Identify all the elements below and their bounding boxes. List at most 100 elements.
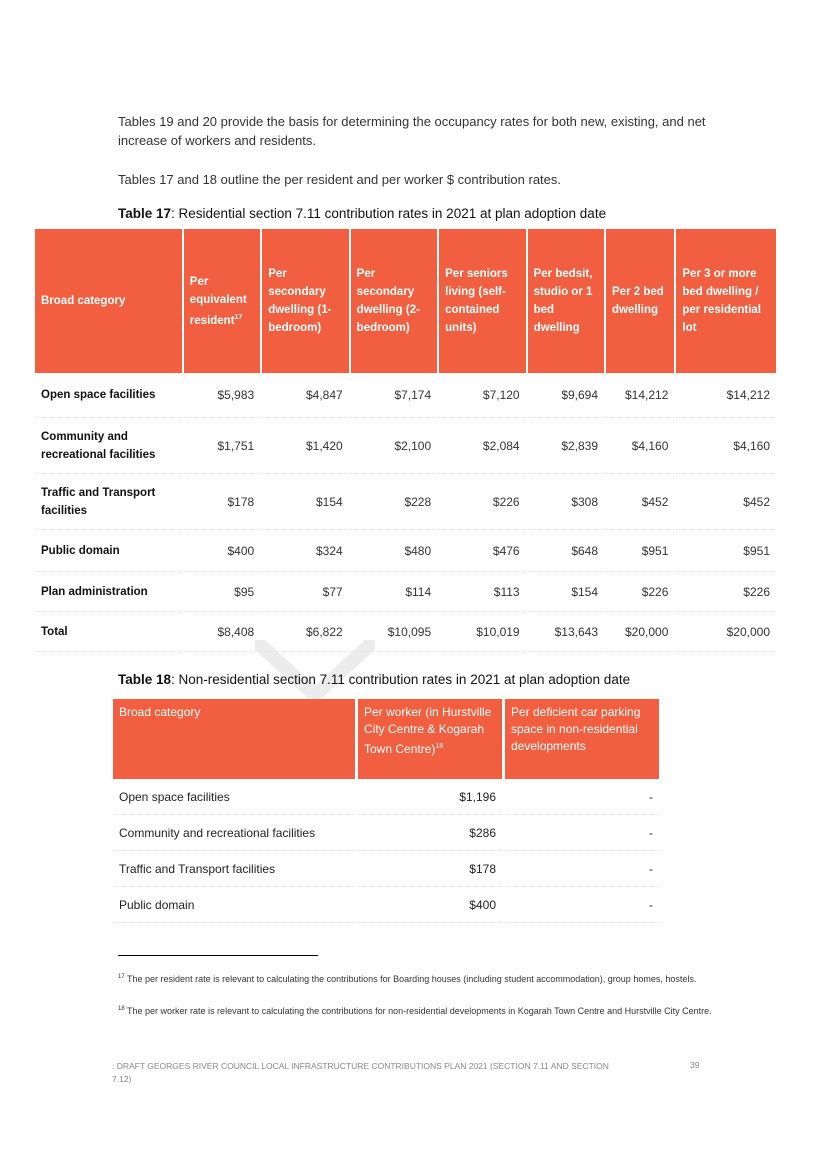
table17-caption-label: Table 17 <box>118 206 172 221</box>
table18-header-label: Per deficient car parking space in non-r… <box>511 705 641 753</box>
worker-rate-cell: $178 <box>358 851 502 887</box>
table17-header-cell: Per seniors living (self-contained units… <box>439 229 526 373</box>
table-row: Public domain$400- <box>113 887 659 923</box>
rate-cell: $20,000 <box>676 612 776 652</box>
table-row: Open space facilities$1,196- <box>113 779 659 815</box>
rate-cell: $20,000 <box>606 612 675 652</box>
table17-caption: Table 17: Residential section 7.11 contr… <box>118 206 606 221</box>
rate-cell: $154 <box>527 572 605 612</box>
footnote-separator <box>118 955 318 956</box>
rate-cell: $10,095 <box>350 612 438 652</box>
table18-header-label: Broad category <box>119 705 201 719</box>
worker-rate-cell: $400 <box>358 887 502 923</box>
parking-rate-cell: - <box>505 815 659 851</box>
intro-paragraph-2: Tables 17 and 18 outline the per residen… <box>118 172 561 187</box>
worker-rate-cell: $286 <box>358 815 502 851</box>
category-cell: Open space facilities <box>35 373 182 418</box>
rate-cell: $400 <box>183 530 261 572</box>
rate-cell: $7,174 <box>350 373 438 418</box>
table-row: Traffic and Transport facilities$178$154… <box>35 474 776 530</box>
rate-cell: $13,643 <box>527 612 605 652</box>
category-cell: Traffic and Transport facilities <box>113 851 355 887</box>
rate-cell: $1,751 <box>183 418 261 474</box>
rate-cell: $226 <box>676 572 776 612</box>
rate-cell: $951 <box>676 530 776 572</box>
category-cell: Public domain <box>35 530 182 572</box>
table-row: Open space facilities$5,983$4,847$7,174 $… <box>35 373 776 418</box>
footnote-ref: 17 <box>234 313 243 321</box>
rate-cell: $452 <box>606 474 675 530</box>
rate-cell: $14,212 <box>606 373 675 418</box>
table17-header-cell: Per 3 or more bed dwelling / per residen… <box>676 229 776 373</box>
rate-cell: $452 <box>676 474 776 530</box>
rate-cell: $2,084 <box>439 418 526 474</box>
rate-cell: $2,100 <box>350 418 438 474</box>
table17-header-cell: Per secondary dwelling (2-bedroom) <box>350 229 438 373</box>
parking-rate-cell: - <box>505 779 659 815</box>
table18-header-cell: Broad category <box>113 699 355 779</box>
rate-cell: $77 <box>262 572 349 612</box>
rate-cell: $226 <box>439 474 526 530</box>
table18-caption-label: Table 18 <box>118 672 172 687</box>
rate-cell: $5,983 <box>183 373 261 418</box>
table17-header-cell: Per bedsit, studio or 1 bed dwelling <box>527 229 605 373</box>
non-residential-rates-table: Broad category Per worker (in Hurstville … <box>110 699 662 923</box>
table-row: Plan administration$95$77$114$113$154$22… <box>35 572 776 612</box>
table17-header-cell: Broad category <box>35 229 182 373</box>
table-row: Public domain$400$324$480$476$648$951$95… <box>35 530 776 572</box>
table17-header-label: Per 2 bed dwelling <box>612 286 664 316</box>
page-footer: : DRAFT GEORGES RIVER COUNCIL LOCAL INFR… <box>112 1061 609 1084</box>
rate-cell: $95 <box>183 572 261 612</box>
rate-cell: $308 <box>527 474 605 530</box>
category-cell: Community and recreational facilities <box>113 815 355 851</box>
rate-cell: $10,019 <box>439 612 526 652</box>
footnote-18-number: 18 <box>118 1006 125 1012</box>
table17-header-label: Per secondary dwelling (2-bedroom) <box>356 268 420 334</box>
table-row: Community and recreational facilities$28… <box>113 815 659 851</box>
rate-cell: $8,408 <box>183 612 261 652</box>
rate-cell: $9,694 <box>527 373 605 418</box>
rate-cell: $228 <box>350 474 438 530</box>
table17-header-label: Broad category <box>41 295 126 307</box>
table18-caption: Table 18: Non-residential section 7.11 c… <box>118 672 630 687</box>
table18-caption-text: : Non-residential section 7.11 contribut… <box>171 672 631 687</box>
footnote-18: 18 The per worker rate is relevant to ca… <box>118 1002 718 1018</box>
table-row: Total$8,408$6,822$10,095$10,019$13,643$2… <box>35 612 776 652</box>
worker-rate-cell: $1,196 <box>358 779 502 815</box>
table17-caption-text: : Residential section 7.11 contribution … <box>171 206 607 221</box>
table17-header-label: Per equivalent resident <box>189 275 247 327</box>
table18-header-cell: Per deficient car parking space in non-r… <box>505 699 659 779</box>
table18-header-row: Broad category Per worker (in Hurstville … <box>113 699 659 779</box>
rate-cell: $951 <box>606 530 675 572</box>
table17-header-label: Per 3 or more bed dwelling / per residen… <box>682 268 762 334</box>
rate-cell: $2,839 <box>527 418 605 474</box>
table18-header-cell: Per worker (in Hurstville City Centre & … <box>358 699 502 779</box>
rate-cell: $324 <box>262 530 349 572</box>
parking-rate-cell: - <box>505 887 659 923</box>
rate-cell: $4,847 <box>262 373 349 418</box>
table18-header-label: Per worker (in Hurstville City Centre & … <box>364 705 492 756</box>
category-cell: Total <box>35 612 182 652</box>
rate-cell: $476 <box>439 530 526 572</box>
rate-cell: $4,160 <box>606 418 675 474</box>
rate-cell: $648 <box>527 530 605 572</box>
category-cell: Traffic and Transport facilities <box>35 474 182 530</box>
category-cell: Public domain <box>113 887 355 923</box>
footnote-18-text: The per worker rate is relevant to calcu… <box>127 1006 712 1016</box>
table17-header-cell: Per 2 bed dwelling <box>606 229 675 373</box>
rate-cell: $113 <box>439 572 526 612</box>
table17-header-cell: Per secondary dwelling (1-bedroom) <box>262 229 349 373</box>
table17-header-label: Per secondary dwelling (1-bedroom) <box>268 268 332 334</box>
category-cell: Open space facilities <box>113 779 355 815</box>
rate-cell: $154 <box>262 474 349 530</box>
intro-paragraph-1: Tables 19 and 20 provide the basis for d… <box>118 114 706 148</box>
watermark-graphic <box>255 640 375 705</box>
footnote-17-number: 17 <box>118 974 125 980</box>
rate-cell: $178 <box>183 474 261 530</box>
rate-cell: $14,212 <box>676 373 776 418</box>
rate-cell: $114 <box>350 572 438 612</box>
table17-header-label: Per bedsit, studio or 1 bed dwelling <box>533 268 593 334</box>
rate-cell: $1,420 <box>262 418 349 474</box>
page-number: 39 <box>690 1060 700 1070</box>
